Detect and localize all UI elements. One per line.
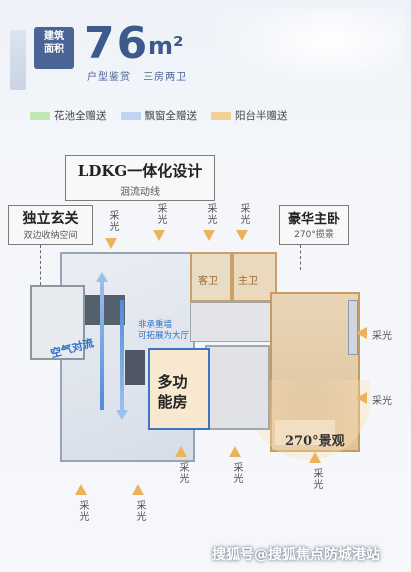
watermark: 搜狐号@搜狐焦点防城港站 — [212, 547, 380, 563]
entrance-area — [30, 285, 85, 360]
ldkg-callout: LDKG一体化设计 洄流动线 — [65, 155, 215, 201]
area-unit: m² — [148, 32, 184, 60]
light-arrow-down-icon — [203, 230, 215, 241]
master-connector-line — [300, 245, 301, 270]
floorplan — [30, 240, 370, 475]
air-flow-line — [100, 280, 104, 410]
light-label-right-1: 采光 — [372, 331, 392, 342]
light-arrow-down-icon — [105, 238, 117, 249]
legend-item-flowerbed: 花池全赠送 — [30, 108, 107, 123]
legend-item-balcony: 阳台半赠送 — [211, 108, 288, 123]
light-label-top-4: 采光 — [238, 203, 249, 225]
non-bearing-wall-label: 非承重墙 可拓展为大厅 — [138, 320, 189, 342]
light-arrow-left-icon — [356, 327, 367, 339]
air-flow-line — [120, 300, 124, 410]
light-label-bottom-1: 采光 — [177, 462, 188, 484]
legend-swatch-green — [30, 111, 50, 120]
legend-label: 花池全赠送 — [54, 110, 107, 122]
master-title: 豪华主卧 — [287, 212, 340, 227]
header-decoration-bar — [10, 30, 26, 90]
light-label-top-1: 采光 — [107, 210, 118, 232]
light-label-top-3: 采光 — [205, 203, 216, 225]
multi-function-room — [148, 348, 210, 430]
legend-swatch-orange — [211, 111, 231, 120]
light-label-bottom-5: 采光 — [134, 500, 145, 522]
ldkg-subtitle: 洄流动线 — [120, 187, 160, 198]
hallway — [190, 302, 277, 342]
area-tag-line2: 面积 — [44, 44, 64, 55]
foyer-subtitle: 双边收纳空间 — [23, 231, 78, 241]
subtitle-layout: 三房两卫 — [143, 72, 188, 83]
legend-label: 飘窗全赠送 — [144, 110, 198, 122]
foyer-connector-line — [40, 245, 41, 285]
ldkg-title: LDKG一体化设计 — [77, 162, 203, 180]
light-arrow-up-icon — [175, 446, 187, 457]
light-arrow-up-icon — [75, 484, 87, 495]
area-tag-line1: 建筑 — [44, 31, 64, 42]
light-label-right-2: 采光 — [372, 396, 392, 407]
legend-swatch-blue — [120, 111, 141, 120]
multi-room-label-line1: 多功 — [157, 373, 188, 391]
light-label-bottom-3: 采光 — [311, 468, 322, 490]
balcony — [275, 420, 335, 445]
light-arrow-up-icon — [132, 484, 144, 495]
light-arrow-up-icon — [229, 446, 241, 457]
light-label-top-2: 采光 — [155, 203, 166, 225]
light-label-bottom-2: 采光 — [231, 462, 242, 484]
wall-label-line1: 非承重墙 — [138, 320, 173, 330]
light-arrow-down-icon — [153, 230, 165, 241]
master-subtitle: 270°揽景 — [294, 230, 334, 240]
wall-label-line2: 可拓展为大厅 — [138, 331, 190, 341]
master-bathroom — [232, 252, 277, 302]
header-background-cloud — [215, 8, 405, 93]
subtitle-appreciation: 户型鉴赏 — [87, 72, 131, 83]
guest-bathroom — [190, 252, 232, 302]
tv-cabinet — [125, 350, 145, 385]
kitchen-counter — [85, 295, 125, 325]
area-number: 76 — [84, 18, 150, 69]
foyer-callout: 独立玄关 双边收纳空间 — [8, 205, 93, 245]
second-bedroom — [205, 345, 270, 430]
view-270-label: 270°景观 — [285, 434, 345, 449]
legend-item-baywindow: 飘窗全赠送 — [120, 108, 198, 123]
light-arrow-down-icon — [236, 230, 248, 241]
area-tag: 建筑 面积 — [34, 27, 74, 69]
guest-bath-label: 客卫 — [198, 276, 218, 287]
master-bath-label: 主卫 — [238, 276, 258, 287]
legend-label: 阳台半赠送 — [235, 110, 288, 122]
light-arrow-left-icon — [356, 392, 367, 404]
air-flow-arrow-down-icon — [116, 410, 128, 420]
air-flow-arrow-up-icon — [96, 272, 108, 282]
light-arrow-up-icon — [309, 452, 321, 463]
multi-room-label: 多功 能房 — [150, 372, 195, 412]
multi-room-label-line2: 能房 — [157, 393, 188, 411]
foyer-title: 独立玄关 — [22, 211, 79, 227]
header-subtitle: 户型鉴赏 三房两卫 — [87, 68, 195, 83]
legend: 花池全赠送 飘窗全赠送 阳台半赠送 — [30, 108, 288, 123]
light-label-bottom-4: 采光 — [77, 500, 88, 522]
master-callout: 豪华主卧 270°揽景 — [279, 205, 349, 245]
